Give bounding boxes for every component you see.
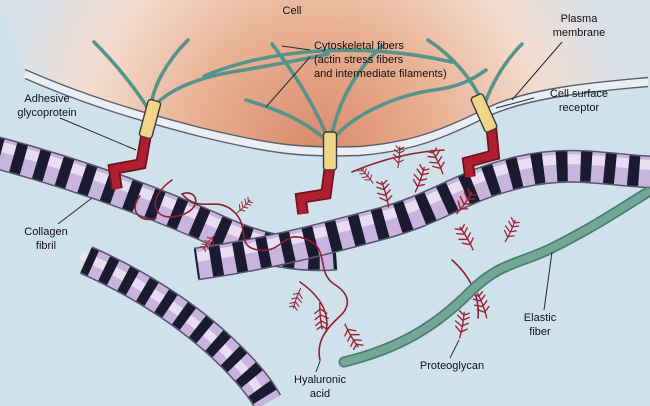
cytoskeletal-fiber	[148, 52, 330, 114]
leader-hyaluronic-acid	[315, 360, 321, 373]
cytoskeletal-fiber	[202, 48, 454, 78]
elastic-fiber-core	[340, 188, 650, 366]
cytoskeletal-fiber	[482, 42, 524, 108]
adhesive-glycoprotein-hook	[294, 163, 336, 215]
leader-lines	[57, 41, 563, 373]
leader-collagen-fibril	[57, 197, 93, 225]
leader-cytoskeletal-2	[265, 56, 311, 108]
plasma-membrane-label: Plasma membrane	[552, 13, 606, 39]
cytoskeletal-fibers-label: Cytoskeletal fibers (actin stress fibers…	[314, 40, 447, 80]
hyaluronic-strand	[154, 179, 349, 361]
proteoglycan-label: Proteoglycan	[419, 360, 485, 372]
hyaluronic-strand	[299, 281, 328, 333]
adhesive-glycoprotein-hook	[107, 129, 153, 190]
leader-cytoskeletal-1	[281, 45, 311, 51]
leader-elastic-fiber	[543, 251, 553, 311]
cell-surface-receptor-shape	[138, 98, 162, 140]
elastic-fiber	[338, 186, 650, 368]
leader-adhesive-glycoprotein	[59, 117, 137, 151]
leader-plasma-membrane	[511, 41, 563, 101]
hook-core	[296, 163, 334, 215]
leader-proteoglycan	[449, 339, 460, 359]
hyaluronic-strand	[134, 195, 157, 221]
collagen-bands	[80, 247, 280, 406]
cell-label: Cell	[282, 5, 302, 17]
cell-surface-receptor-shape	[470, 93, 498, 133]
cell-surface-receptor-label: Cell surface receptor	[549, 88, 609, 114]
cell-body	[0, 0, 650, 152]
leader-cell-surface-receptor	[495, 97, 535, 109]
adhesive-glycoprotein-hook	[461, 123, 501, 178]
hyaluronic-acid-label: Hyaluronic acid	[294, 374, 346, 400]
anchors	[107, 93, 501, 215]
collagen-fibril-c	[79, 246, 282, 406]
hook-core	[109, 129, 151, 190]
hook-core	[463, 123, 499, 178]
adhesive-glycoprotein-label: Adhesive glycoprotein	[17, 93, 77, 119]
collagen-fibril-label: Collagen fibril	[24, 226, 68, 252]
cell-surface-receptor-shape	[322, 131, 338, 171]
elastic-fiber-label: Elastic fiber	[523, 312, 557, 338]
collagen-bands	[193, 151, 650, 279]
